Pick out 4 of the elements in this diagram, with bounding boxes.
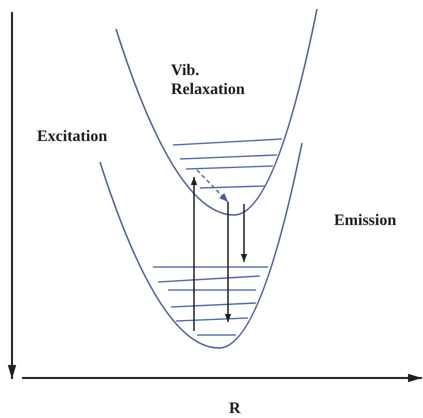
process-label: Excitation <box>37 127 108 146</box>
axis-label: R <box>229 399 241 418</box>
process-label: Vib. Relaxation <box>171 61 246 99</box>
process-label: Emission <box>334 211 396 230</box>
